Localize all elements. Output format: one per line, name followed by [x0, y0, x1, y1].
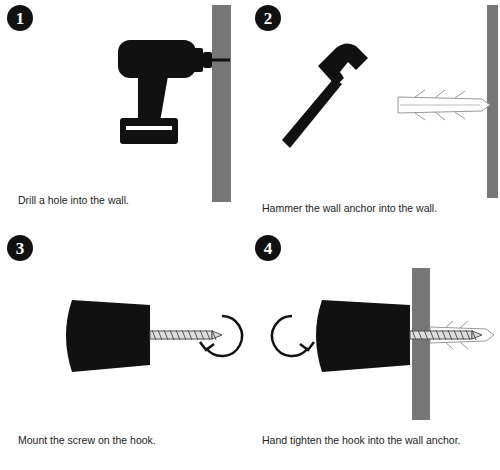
wall	[412, 268, 430, 420]
screw	[410, 330, 482, 340]
step-number-text: 3	[16, 240, 25, 257]
step-caption: Drill a hole into the wall.	[18, 194, 129, 207]
step-number-text: 2	[264, 10, 273, 27]
step-number-text: 4	[264, 240, 273, 257]
rotation-arrow	[200, 316, 242, 356]
step-number: 4	[255, 235, 281, 261]
wall	[212, 5, 231, 202]
step-number: 1	[7, 5, 33, 31]
wall-anchor	[398, 90, 490, 120]
hook	[316, 300, 410, 372]
screw	[150, 330, 222, 340]
step-number-text: 1	[16, 10, 25, 27]
drill-icon	[118, 40, 230, 144]
step-caption: Hand tighten the hook into the wall anch…	[262, 434, 460, 447]
rotation-arrow	[272, 316, 314, 356]
hammer-icon	[282, 43, 368, 148]
wall	[487, 5, 498, 198]
step-number: 3	[7, 235, 33, 261]
step-caption: Hammer the wall anchor into the wall.	[262, 202, 437, 215]
hook	[66, 300, 150, 372]
step-caption: Mount the screw on the hook.	[18, 434, 156, 447]
step-number: 2	[255, 5, 281, 31]
